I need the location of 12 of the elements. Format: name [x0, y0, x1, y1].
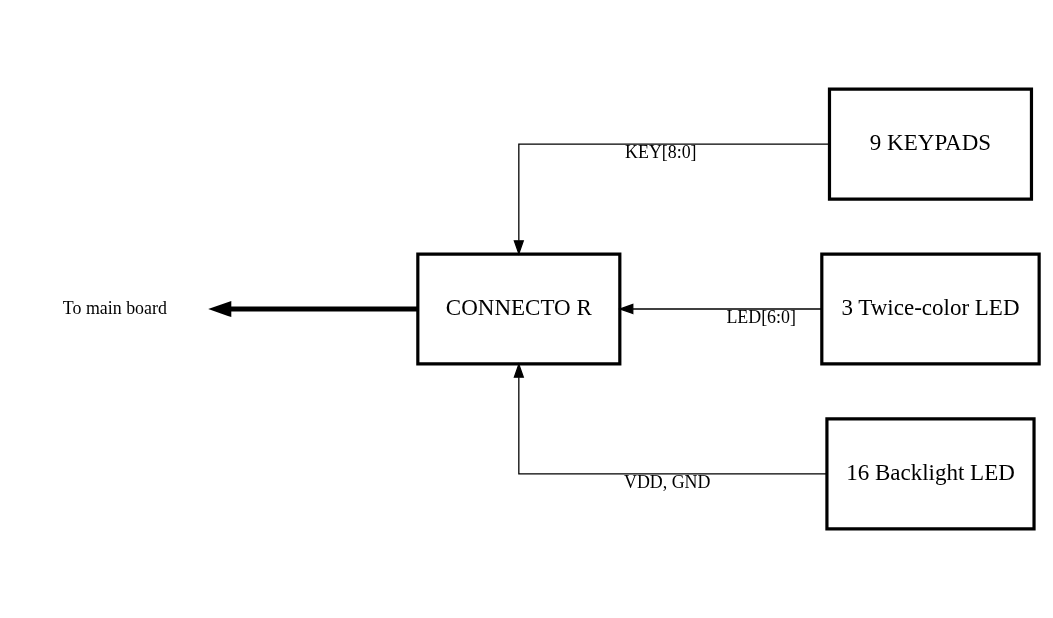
- edge-label: LED[6:0]: [726, 307, 796, 328]
- arrow: [513, 143, 830, 256]
- node-box: 3 Twice-color LED: [820, 252, 1041, 366]
- arrow: [618, 303, 823, 315]
- node-box: CONNECTO R: [416, 252, 622, 366]
- node-text: To main board: [62, 297, 167, 318]
- node-box: 16 Backlight LED: [825, 417, 1036, 531]
- node-box: 9 KEYPADS: [827, 87, 1034, 201]
- arrow: [513, 362, 828, 475]
- edge-label: KEY[8:0]: [625, 142, 697, 163]
- edge-label: VDD, GND: [623, 472, 711, 493]
- arrow: [208, 300, 418, 318]
